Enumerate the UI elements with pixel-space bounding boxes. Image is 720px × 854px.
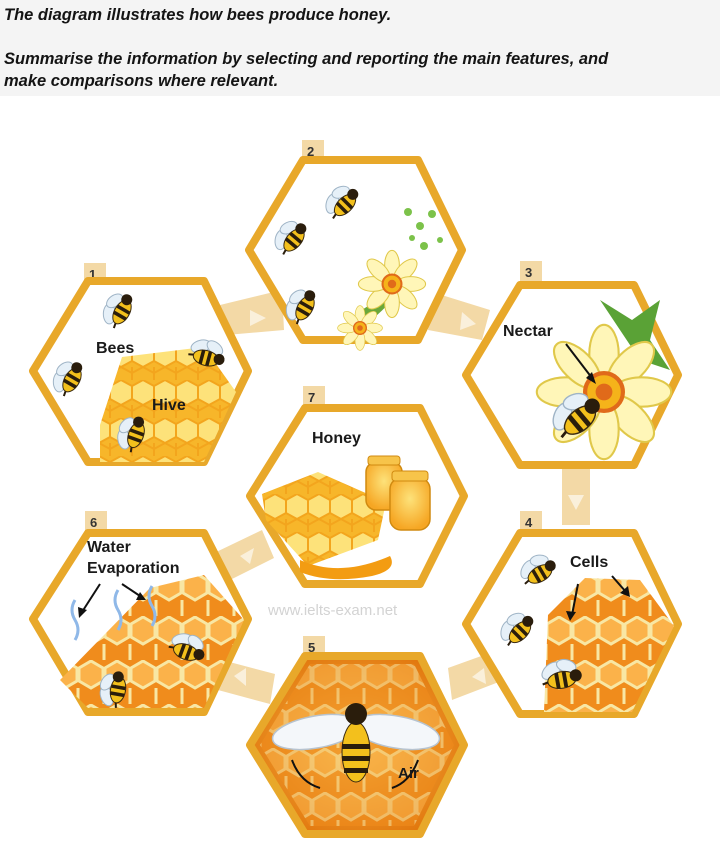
label-honey: Honey <box>312 430 361 447</box>
task-instruction-line-1: Summarise the information by selecting a… <box>4 50 609 68</box>
step-4-cells: 4 Cells <box>462 511 682 718</box>
step-2-flowers: 2 <box>245 140 466 352</box>
step-1-bees-hive: 1 Bees Hive <box>29 263 252 466</box>
honey-process-diagram: 1 Bees Hive 2 3 Nectar <box>29 140 682 838</box>
task-prompt: The diagram illustrates how bees produce… <box>0 0 720 96</box>
evaporation-comb <box>60 575 244 708</box>
label-evaporation: Evaporation <box>87 560 179 577</box>
flower-icon <box>357 249 427 319</box>
step-3-number: 3 <box>525 265 532 280</box>
cells-pointer-1 <box>571 583 579 616</box>
arrow-2-to-3 <box>428 292 490 340</box>
step-2-number: 2 <box>307 144 314 159</box>
nectar-pointer <box>565 343 593 379</box>
task-title: The diagram illustrates how bees produce… <box>4 6 392 24</box>
step-6-number: 6 <box>90 515 97 530</box>
label-water: Water <box>87 539 131 556</box>
step-7-honey: 7 Honey <box>246 386 468 588</box>
step-5-fanning-air: 5 Air <box>246 636 468 838</box>
air-flow-arrow <box>391 759 419 789</box>
task-instruction-line-2: make comparisons where relevant. <box>4 72 279 90</box>
honeycomb-block <box>262 472 386 566</box>
bee-icon <box>271 703 441 783</box>
arrow-5-to-6 <box>218 660 275 704</box>
label-nectar: Nectar <box>503 323 553 340</box>
step-4-number: 4 <box>525 515 533 530</box>
step-5-number: 5 <box>308 640 315 655</box>
step-1-number: 1 <box>89 267 96 282</box>
label-bees: Bees <box>96 340 134 357</box>
flower-icon <box>336 304 384 352</box>
label-hive: Hive <box>152 397 186 414</box>
air-flow-arrow <box>291 759 321 789</box>
cells-pointer-2 <box>611 575 627 593</box>
evaporation-pointer-1 <box>81 583 101 613</box>
step-3-nectar: 3 Nectar <box>462 261 682 469</box>
step-7-number: 7 <box>308 390 315 405</box>
vapor-icon <box>147 585 157 627</box>
step-6-water-evaporation: 6 Water Evaporation <box>29 511 252 716</box>
honey-jar-icon <box>365 455 431 531</box>
label-air: Air <box>398 765 419 782</box>
vapor-icon <box>70 599 80 641</box>
honey-drip <box>300 556 392 580</box>
small-flowers-icon <box>404 208 443 250</box>
flower-icon <box>537 325 671 459</box>
watermark: www.ielts-exam.net <box>267 602 398 619</box>
label-cells: Cells <box>570 554 608 571</box>
evaporation-pointer-2 <box>121 583 141 597</box>
vapor-icon <box>113 589 123 631</box>
